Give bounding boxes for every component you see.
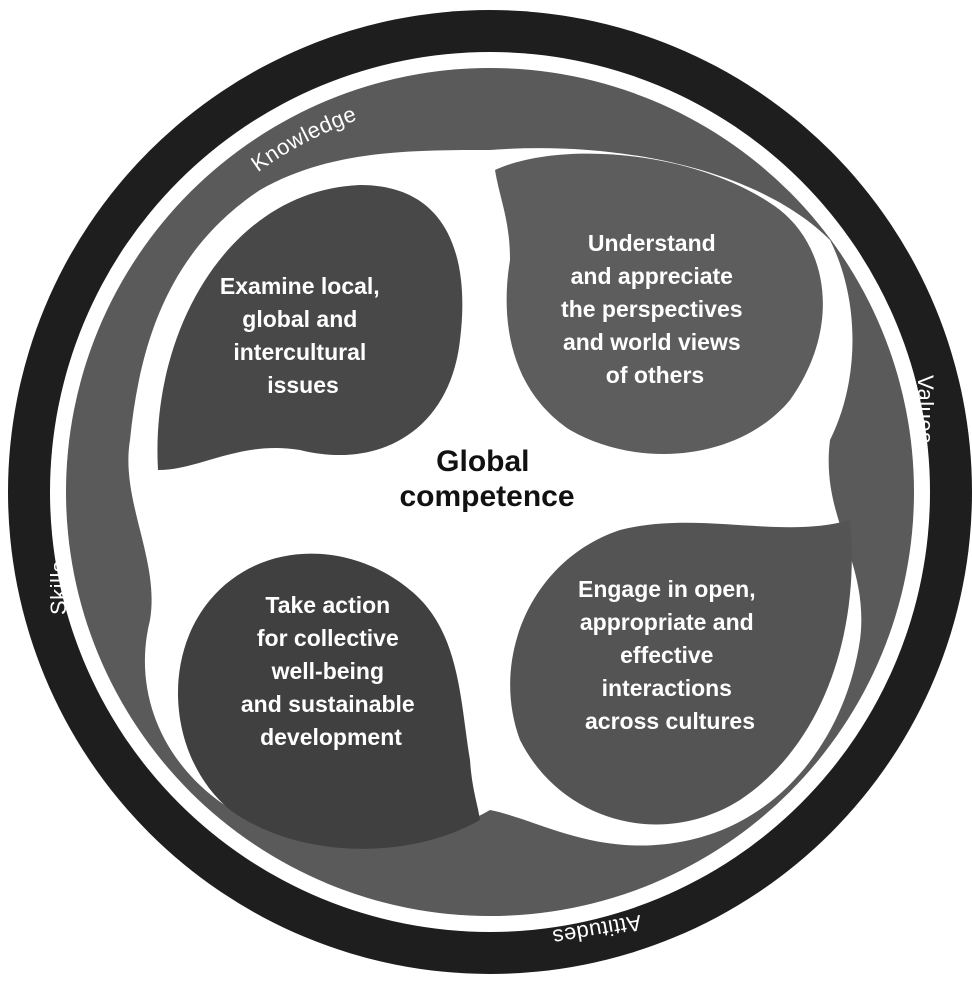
bubble-act (177, 553, 481, 849)
bubble-engage (510, 520, 852, 825)
bubble-understand (495, 153, 823, 454)
ring-label-values: Values (913, 375, 938, 444)
center-title: Global competence (399, 445, 574, 513)
text-understand: Understand and appreciate the perspectiv… (561, 230, 749, 388)
text-act: Take action for collective well-being an… (241, 592, 421, 750)
text-examine: Examine local, global and intercultural … (220, 273, 386, 398)
text-engage: Engage in open, appropriate and effectiv… (578, 576, 762, 734)
ring-label-skills: Skills (46, 561, 71, 615)
bubble-examine (157, 185, 463, 470)
